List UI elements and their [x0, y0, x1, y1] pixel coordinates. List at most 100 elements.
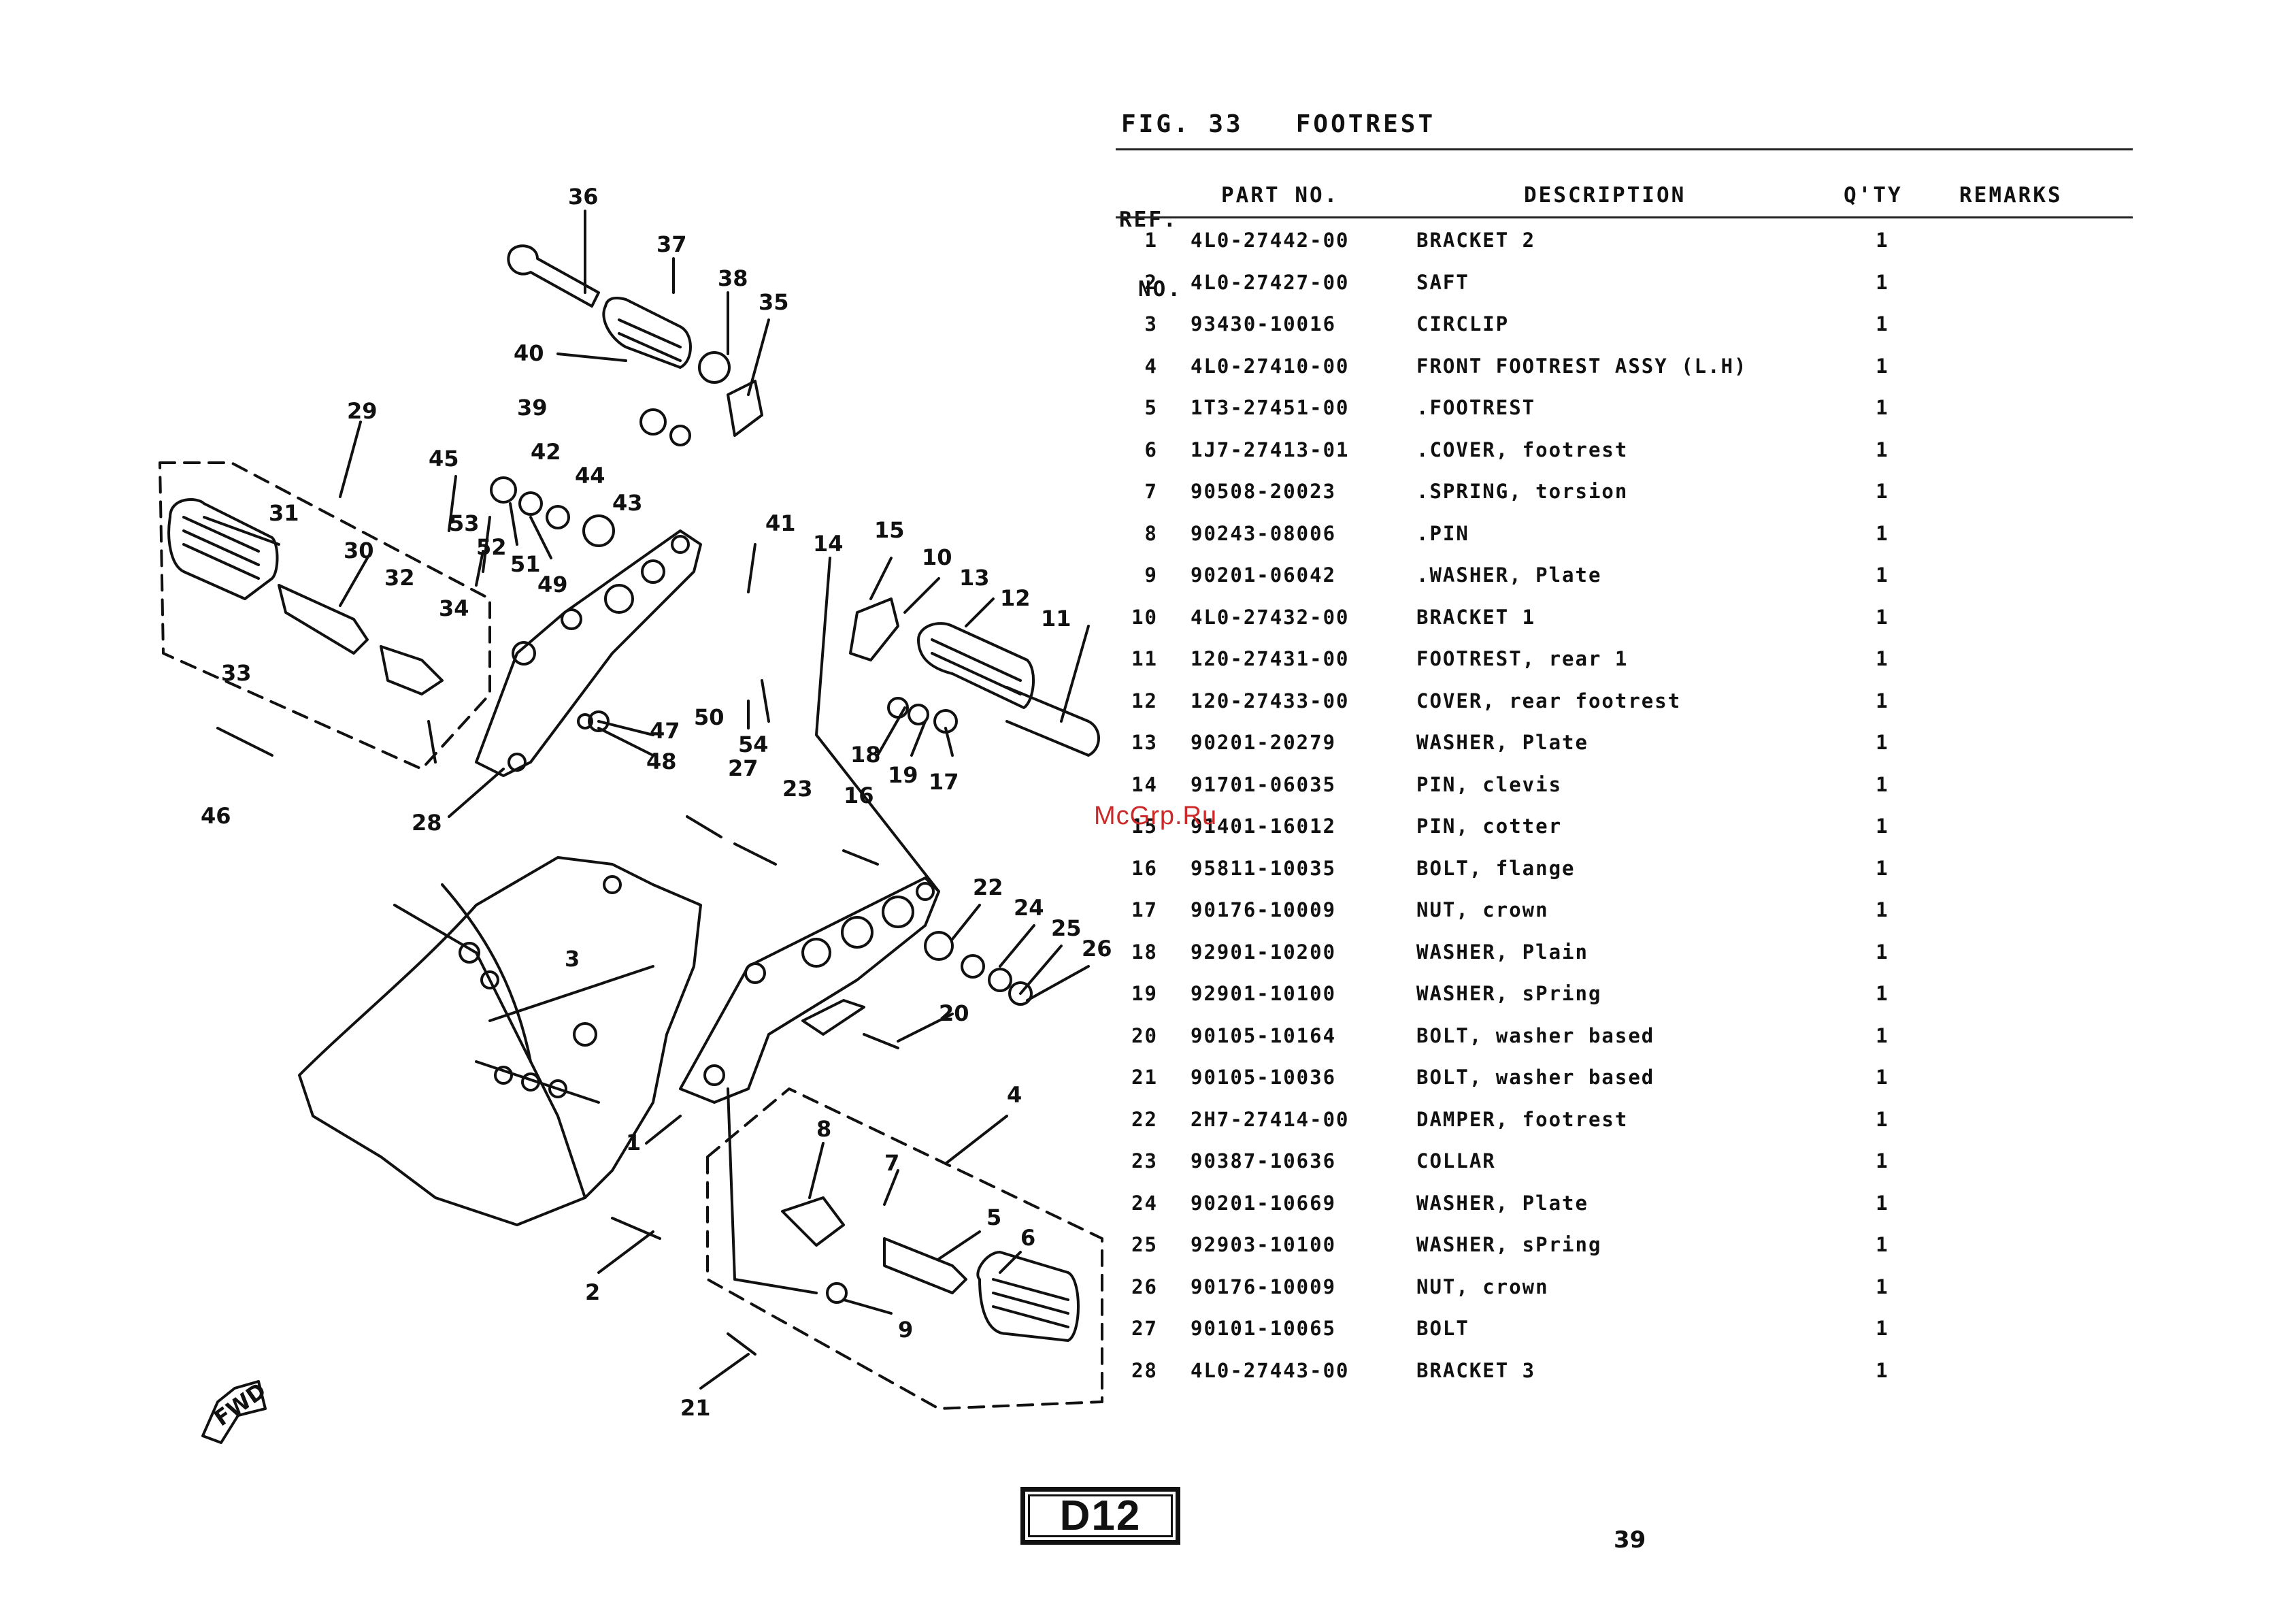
part-no: 90176-10009: [1191, 898, 1337, 921]
ref-no: 5: [1144, 396, 1158, 419]
part-no: 93430-10016: [1191, 312, 1337, 335]
dashed-group-4: [706, 1087, 1103, 1410]
ref-no: 4: [1144, 355, 1158, 378]
qty: 1: [1876, 312, 1889, 335]
ref-no: 20: [1131, 1024, 1158, 1047]
part-no: 90201-20279: [1191, 731, 1337, 754]
callout-49: 49: [537, 572, 568, 597]
description: .COVER, footrest: [1416, 438, 1629, 461]
callout-36: 36: [568, 184, 599, 210]
callout-labels: 1 2 3 4 5 6 7 8 9 10 11 12 13 14 15 16 1…: [201, 184, 1112, 1431]
callout-39: 39: [517, 395, 548, 421]
description: FRONT FOOTREST ASSY (L.H): [1416, 355, 1748, 378]
qty: 1: [1876, 898, 1889, 921]
callout-50: 50: [694, 704, 725, 730]
callout-35: 35: [759, 289, 789, 315]
watermark: McGrp.Ru: [1094, 802, 1218, 830]
ref-no: 7: [1144, 480, 1158, 503]
callout-1: 1: [626, 1130, 641, 1155]
page-badge-label: D12: [1059, 1492, 1142, 1539]
ref-no: 3: [1144, 312, 1158, 335]
part-no: 92901-10100: [1191, 982, 1337, 1005]
ref-no: 26: [1131, 1275, 1158, 1298]
ref-no: 14: [1131, 773, 1158, 796]
ref-no: 11: [1131, 647, 1158, 670]
description: .FOOTREST: [1416, 396, 1536, 419]
ref-no: 1: [1144, 229, 1158, 252]
part-no: 90176-10009: [1191, 1275, 1337, 1298]
description: .SPRING, torsion: [1416, 480, 1629, 503]
ref-no: 2: [1144, 271, 1158, 294]
description: BOLT, flange: [1416, 857, 1576, 880]
ref-no: 13: [1131, 731, 1158, 754]
ref-no: 6: [1144, 438, 1158, 461]
qty: 1: [1876, 1192, 1889, 1215]
callout-19: 19: [888, 762, 918, 788]
ref-no: 23: [1131, 1149, 1158, 1173]
callout-13: 13: [959, 565, 990, 591]
qty: 1: [1876, 647, 1889, 670]
callout-11: 11: [1041, 606, 1071, 632]
callout-26: 26: [1082, 936, 1112, 962]
ref-no: 19: [1131, 982, 1158, 1005]
callout-42: 42: [531, 439, 561, 465]
callout-54: 54: [738, 732, 769, 757]
qty: 1: [1876, 940, 1889, 964]
part-no: 120-27433-00: [1191, 689, 1350, 712]
callout-37: 37: [656, 231, 687, 257]
description: BRACKET 2: [1416, 229, 1536, 252]
description: NUT, crown: [1416, 1275, 1549, 1298]
qty: 1: [1876, 1149, 1889, 1173]
callout-30: 30: [344, 538, 374, 563]
part-no: 120-27431-00: [1191, 647, 1350, 670]
description: WASHER, Plate: [1416, 1192, 1588, 1215]
qty: 1: [1876, 689, 1889, 712]
qty: 1: [1876, 982, 1889, 1005]
ref-no: 21: [1131, 1066, 1158, 1089]
description: SAFT: [1416, 271, 1469, 294]
table-row: 5 1T3-27451-00 .FOOTREST 1: [1116, 396, 2133, 438]
qty: 1: [1876, 522, 1889, 545]
callout-4: 4: [1007, 1082, 1022, 1108]
description: BRACKET 1: [1416, 606, 1536, 629]
part-no: 92901-10200: [1191, 940, 1337, 964]
part-no: 90105-10164: [1191, 1024, 1337, 1047]
qty: 1: [1876, 396, 1889, 419]
description: DAMPER, footrest: [1416, 1108, 1629, 1131]
header-part-no: PART NO.: [1221, 183, 1340, 208]
part-no: 4L0-27432-00: [1191, 606, 1350, 629]
callout-38: 38: [718, 265, 748, 291]
qty: 1: [1876, 271, 1889, 294]
part-no: 90201-06042: [1191, 563, 1337, 587]
header-ref-line1: REF.: [1119, 208, 1178, 232]
ref-no: 9: [1144, 563, 1158, 587]
callout-17: 17: [929, 769, 959, 795]
callout-5: 5: [986, 1204, 1001, 1230]
callout-40: 40: [514, 340, 544, 366]
part-no: 4L0-27410-00: [1191, 355, 1350, 378]
callout-47: 47: [650, 718, 680, 744]
qty: 1: [1876, 229, 1889, 252]
ref-no: 17: [1131, 898, 1158, 921]
callout-41: 41: [765, 510, 796, 536]
description: .PIN: [1416, 522, 1469, 545]
callout-46: 46: [201, 803, 231, 829]
callout-23: 23: [782, 776, 813, 802]
qty: 1: [1876, 1024, 1889, 1047]
callout-29: 29: [347, 398, 378, 424]
figure-title: FIG. 33 FOOTREST: [1121, 110, 1435, 138]
part-no: 90508-20023: [1191, 480, 1337, 503]
qty: 1: [1876, 1066, 1889, 1089]
part-no: 1T3-27451-00: [1191, 396, 1350, 419]
